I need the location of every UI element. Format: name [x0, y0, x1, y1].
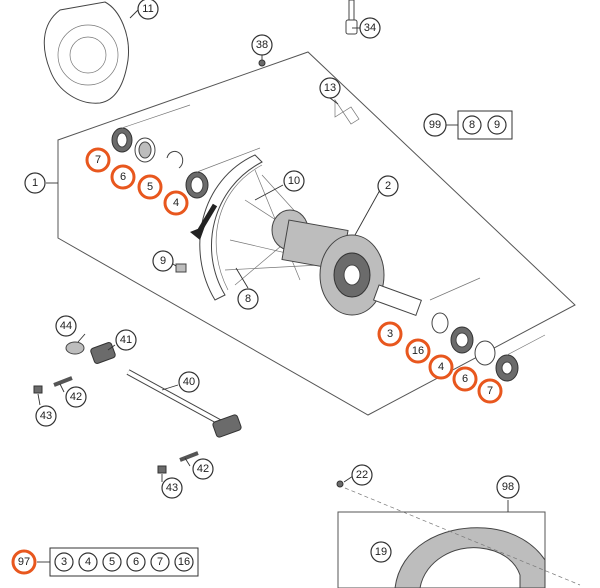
- axle-parts: [33, 341, 242, 474]
- pin-part: [345, 0, 358, 35]
- callout-1[interactable]: 1: [24, 172, 46, 194]
- callout-42-lower[interactable]: 42: [192, 458, 214, 480]
- svg-text:3: 3: [61, 556, 67, 568]
- callout-44[interactable]: 44: [55, 315, 77, 337]
- callout-38[interactable]: 38: [251, 34, 273, 56]
- kit-callout-6[interactable]: 6: [126, 552, 146, 572]
- svg-text:4: 4: [85, 556, 91, 568]
- kit-callout-4[interactable]: 4: [78, 552, 98, 572]
- svg-text:44: 44: [60, 320, 72, 332]
- svg-text:9: 9: [494, 119, 500, 131]
- svg-text:13: 13: [324, 82, 336, 94]
- callout-41[interactable]: 41: [115, 329, 137, 351]
- callout-40[interactable]: 40: [178, 371, 200, 393]
- callout-99-8[interactable]: 8: [462, 115, 482, 135]
- svg-text:16: 16: [178, 556, 190, 568]
- svg-text:42: 42: [197, 463, 209, 475]
- svg-text:11: 11: [142, 3, 153, 15]
- kit-callout-16[interactable]: 16: [174, 552, 194, 572]
- callout-6-left[interactable]: 6: [110, 164, 136, 190]
- svg-text:41: 41: [120, 334, 132, 346]
- svg-text:2: 2: [385, 180, 391, 192]
- callout-16-right[interactable]: 16: [405, 338, 431, 364]
- kit-callout-3[interactable]: 3: [54, 552, 74, 572]
- callouts: 11 34 38 13 99 8 9 1 10 2 7 6 5 4 9 8 3 …: [11, 0, 520, 575]
- callout-42-upper[interactable]: 42: [65, 386, 87, 408]
- svg-text:40: 40: [183, 376, 195, 388]
- right-bearing-stack: [372, 277, 546, 382]
- callout-6-right[interactable]: 6: [452, 366, 478, 392]
- svg-text:16: 16: [412, 345, 424, 357]
- callout-34[interactable]: 34: [359, 17, 381, 39]
- callout-5-left[interactable]: 5: [137, 174, 163, 200]
- callout-98[interactable]: 98: [496, 475, 520, 499]
- small-screw-part: [258, 59, 266, 67]
- svg-text:6: 6: [133, 556, 139, 568]
- leader-lines: [37, 9, 381, 483]
- svg-text:1: 1: [32, 177, 38, 189]
- callout-43-upper[interactable]: 43: [35, 405, 57, 427]
- svg-text:7: 7: [157, 556, 163, 568]
- callout-11[interactable]: 11: [137, 0, 159, 20]
- callout-9[interactable]: 9: [152, 250, 174, 272]
- callout-8[interactable]: 8: [237, 288, 259, 310]
- svg-text:43: 43: [40, 410, 52, 422]
- svg-text:42: 42: [70, 391, 82, 403]
- callout-99[interactable]: 99: [423, 113, 447, 137]
- callout-4-left[interactable]: 4: [163, 190, 189, 216]
- kit-97: [37, 547, 199, 577]
- svg-text:6: 6: [462, 373, 468, 385]
- assembly-frame: [57, 51, 576, 416]
- callout-2[interactable]: 2: [377, 175, 399, 197]
- svg-text:22: 22: [356, 469, 368, 481]
- callout-43-lower[interactable]: 43: [161, 477, 183, 499]
- callout-19[interactable]: 19: [370, 541, 392, 563]
- svg-text:38: 38: [256, 39, 268, 51]
- sticker-part: [334, 98, 360, 125]
- callout-7-right[interactable]: 7: [477, 378, 503, 404]
- svg-text:7: 7: [95, 154, 101, 166]
- svg-text:8: 8: [245, 293, 251, 305]
- svg-text:97: 97: [18, 556, 30, 568]
- svg-text:99: 99: [429, 119, 441, 131]
- wheel-hub: [271, 209, 385, 316]
- svg-text:8: 8: [469, 119, 475, 131]
- svg-text:5: 5: [109, 556, 115, 568]
- callout-4-right[interactable]: 4: [428, 354, 454, 380]
- brake-disc: [43, 1, 129, 104]
- kit-callout-5[interactable]: 5: [102, 552, 122, 572]
- kit-callout-7[interactable]: 7: [150, 552, 170, 572]
- svg-text:4: 4: [173, 197, 179, 209]
- callout-22[interactable]: 22: [351, 464, 373, 486]
- callout-99-9[interactable]: 9: [487, 115, 507, 135]
- svg-text:5: 5: [147, 181, 153, 193]
- callout-3-right[interactable]: 3: [377, 321, 403, 347]
- svg-text:6: 6: [120, 171, 126, 183]
- svg-text:7: 7: [487, 385, 493, 397]
- svg-text:43: 43: [166, 482, 178, 494]
- svg-text:98: 98: [502, 481, 514, 493]
- svg-text:10: 10: [288, 175, 300, 187]
- callout-7-left[interactable]: 7: [85, 147, 111, 173]
- callout-13[interactable]: 13: [319, 77, 341, 99]
- sprocket-box: [336, 480, 581, 588]
- svg-text:3: 3: [387, 328, 393, 340]
- wheel-rim: [190, 154, 263, 301]
- callout-97[interactable]: 97: [11, 549, 37, 575]
- svg-text:9: 9: [160, 255, 166, 267]
- svg-text:34: 34: [364, 22, 376, 34]
- svg-text:4: 4: [438, 361, 444, 373]
- left-bearing-stack: [111, 104, 261, 199]
- callout-10[interactable]: 10: [283, 170, 305, 192]
- svg-text:19: 19: [375, 546, 387, 558]
